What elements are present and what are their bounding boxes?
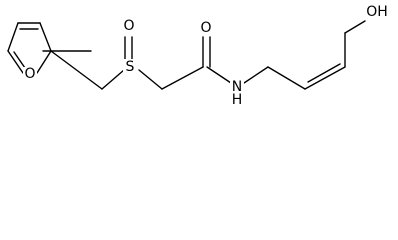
bond-s-ch2	[138, 69, 163, 90]
bond-ch-ch-1	[304, 66, 346, 90]
atom-sulfur: S	[126, 59, 135, 75]
atom-labels: O S O O N H OH	[23, 4, 390, 108]
bonds	[7, 20, 366, 90]
bond-ch2-chain	[50, 50, 103, 90]
atom-carbonyl-oxygen: O	[200, 20, 211, 36]
atom-amide-hydrogen: H	[232, 92, 243, 108]
bond-furan-c1-o	[7, 50, 24, 74]
bond-furan-c2-c1	[7, 22, 19, 52]
bond-ch2-ch	[267, 66, 306, 90]
bond-ch2-oh	[344, 20, 366, 34]
atom-sulfoxide-oxygen: O	[123, 18, 134, 34]
atom-amide-nitrogen: N	[232, 79, 242, 95]
bond-n-ch2	[243, 66, 269, 84]
chemical-structure: O S O O N H OH	[7, 4, 390, 108]
atom-hydroxyl: OH	[366, 4, 388, 20]
bond-ch2-carbonyl	[161, 66, 204, 90]
bond-ch2-s	[101, 69, 125, 90]
bond-furan-o-c4	[36, 50, 52, 74]
bond-furan-c1-o-inner	[13, 51, 26, 69]
bond-carbonyl-n	[206, 66, 232, 84]
atom-furan-oxygen: O	[24, 66, 35, 82]
bond-ch-ch-2	[307, 63, 341, 83]
bond-furan-c3-c4	[39, 22, 52, 52]
